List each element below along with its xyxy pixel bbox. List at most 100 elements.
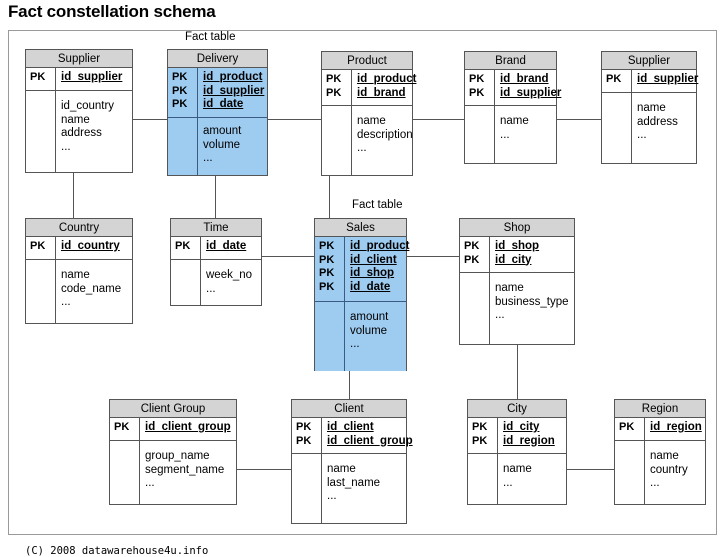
entity-measure-fields: amount volume ...: [350, 311, 389, 350]
entity-pk-section: PK PK id_city id_region: [468, 418, 566, 454]
entity-attr-section: name description ...: [322, 106, 413, 175]
entity-pk-section: PK id_region: [615, 418, 705, 441]
connector-delivery-product: [268, 119, 321, 120]
entity-pk-fields: id_client id_client_group: [327, 421, 413, 447]
entity-pk-fields: id_brand id_supplier: [500, 73, 562, 99]
entity-pk-fields: id_supplier: [637, 73, 699, 85]
entity-key-column-empty: [615, 441, 645, 504]
entity-key-column-empty: [168, 118, 198, 175]
entity-attr-section: week_no ...: [171, 260, 261, 305]
entity-attr-section: name last_name ...: [292, 454, 406, 523]
entity-header: Delivery: [168, 50, 267, 68]
entity-pk-section: PK id_date: [171, 237, 261, 260]
entity-pk-section: PK id_country: [26, 237, 132, 260]
entity-attr-section: id_country name address ...: [26, 91, 132, 172]
fact-table-label-sales: Fact table: [352, 199, 403, 211]
entity-pk-fields: id_product id_brand: [357, 73, 417, 99]
entity-attr-section: group_name segment_name ...: [110, 441, 236, 504]
entity-key-column-empty: [292, 454, 322, 523]
entity-attr-section: name code_name ...: [26, 260, 132, 323]
entity-time[interactable]: Time PK id_date week_no ...: [170, 218, 262, 306]
connector-shop-city: [517, 345, 518, 409]
entity-pk-section: PK PK id_client id_client_group: [292, 418, 413, 454]
entity-key-column: PK PK: [292, 418, 322, 453]
entity-pk-fields: id_supplier: [61, 71, 123, 83]
entity-header: Supplier: [26, 50, 132, 68]
connector-sales-shop: [407, 256, 459, 257]
entity-attr-fields: name code_name ...: [61, 269, 122, 308]
entity-key-column: PK: [110, 418, 140, 440]
entity-shop[interactable]: Shop PK PK id_shop id_city name business…: [459, 218, 575, 345]
entity-pk-section: PK PK id_product id_brand: [322, 70, 416, 106]
entity-key-column-empty: [315, 302, 345, 371]
connector-clientgroup-client: [237, 469, 291, 470]
entity-country[interactable]: Country PK id_country name code_name ...: [25, 218, 133, 324]
connector-product-sales-v: [329, 176, 330, 218]
fact-table-label-delivery: Fact table: [185, 31, 236, 43]
entity-pk-section: PK PK id_brand id_supplier: [465, 70, 561, 106]
entity-header: Country: [26, 219, 132, 237]
entity-key-column-empty: [171, 260, 201, 305]
connector-brand-supplier: [557, 119, 601, 120]
schema-canvas: Fact table Fact table Supplier PK id_sup…: [8, 30, 717, 557]
entity-pk-fields: id_region: [650, 421, 702, 433]
entity-region[interactable]: Region PK id_region name country ...: [614, 399, 706, 505]
entity-product[interactable]: Product PK PK id_product id_brand name d…: [321, 51, 416, 176]
entity-header: City: [468, 400, 566, 418]
copyright-notice: (C) 2008 datawarehouse4u.info: [25, 545, 209, 557]
connector-product-sales-v2: [329, 200, 330, 218]
entity-key-column: PK: [171, 237, 201, 259]
entity-city[interactable]: City PK PK id_city id_region name ...: [467, 399, 567, 505]
entity-key-column: PK PK PK PK: [315, 237, 345, 301]
entity-key-column: PK PK: [468, 418, 498, 453]
entity-pk-section: PK PK id_shop id_city: [460, 237, 574, 273]
entity-attr-section: name country ...: [615, 441, 705, 504]
entity-attr-fields: name country ...: [650, 450, 688, 489]
connector-city-region: [567, 469, 614, 470]
entity-pk-fields: id_shop id_city: [495, 240, 540, 266]
entity-key-column: PK: [615, 418, 645, 440]
page-title: Fact constellation schema: [8, 2, 216, 21]
entity-key-column-empty: [110, 441, 140, 504]
entity-header: Product: [322, 52, 412, 70]
entity-key-column-empty: [465, 106, 495, 163]
entity-key-column: PK PK: [460, 237, 490, 272]
entity-pk-fields: id_client_group: [145, 421, 231, 433]
entity-key-column-empty: [26, 260, 56, 323]
entity-attr-fields: name ...: [503, 463, 532, 489]
entity-measure-fields: amount volume ...: [203, 125, 242, 164]
entity-key-column: PK PK: [322, 70, 352, 105]
entity-key-column: PK: [26, 237, 56, 259]
entity-delivery[interactable]: Delivery PK PK PK id_product id_supplier…: [167, 49, 268, 176]
entity-key-column-empty: [322, 106, 352, 175]
entity-attr-fields: week_no ...: [206, 269, 253, 295]
entity-pk-fields: id_product id_client id_shop id_date: [350, 240, 410, 293]
entity-sales[interactable]: Sales PK PK PK PK id_product id_client i…: [314, 218, 409, 371]
entity-attr-fields: name description ...: [357, 115, 413, 154]
entity-supplier-left[interactable]: Supplier PK id_supplier id_country name …: [25, 49, 133, 173]
entity-brand[interactable]: Brand PK PK id_brand id_supplier name ..…: [464, 51, 561, 164]
entity-pk-fields: id_product id_supplier id_date: [203, 71, 265, 110]
entity-client[interactable]: Client PK PK id_client id_client_group n…: [291, 399, 413, 524]
entity-pk-fields: id_country: [61, 240, 120, 252]
entity-key-column-empty: [26, 91, 56, 172]
entity-client-group[interactable]: Client Group PK id_client_group group_na…: [109, 399, 237, 505]
entity-pk-section: PK id_client_group: [110, 418, 236, 441]
entity-attr-section: name ...: [468, 454, 566, 504]
entity-pk-fields: id_date: [206, 240, 247, 252]
entity-pk-section: PK PK PK id_product id_supplier id_date: [168, 68, 267, 118]
entity-key-column-empty: [602, 93, 632, 163]
entity-key-column-empty: [468, 454, 498, 504]
entity-key-column: PK: [26, 68, 56, 90]
entity-header: Time: [171, 219, 261, 237]
entity-pk-fields: id_city id_region: [503, 421, 555, 447]
entity-attr-fields: id_country name address ...: [61, 100, 115, 153]
entity-attr-section: name business_type ...: [460, 273, 574, 344]
entity-attr-section: name address ...: [602, 93, 696, 163]
entity-attr-fields: name last_name ...: [327, 463, 381, 502]
entity-measure-section: amount volume ...: [315, 302, 406, 371]
entity-attr-fields: name ...: [500, 115, 529, 141]
entity-supplier-right[interactable]: Supplier PK id_supplier name address ...: [601, 51, 698, 164]
entity-header: Region: [615, 400, 705, 418]
entity-key-column: PK: [602, 70, 632, 92]
